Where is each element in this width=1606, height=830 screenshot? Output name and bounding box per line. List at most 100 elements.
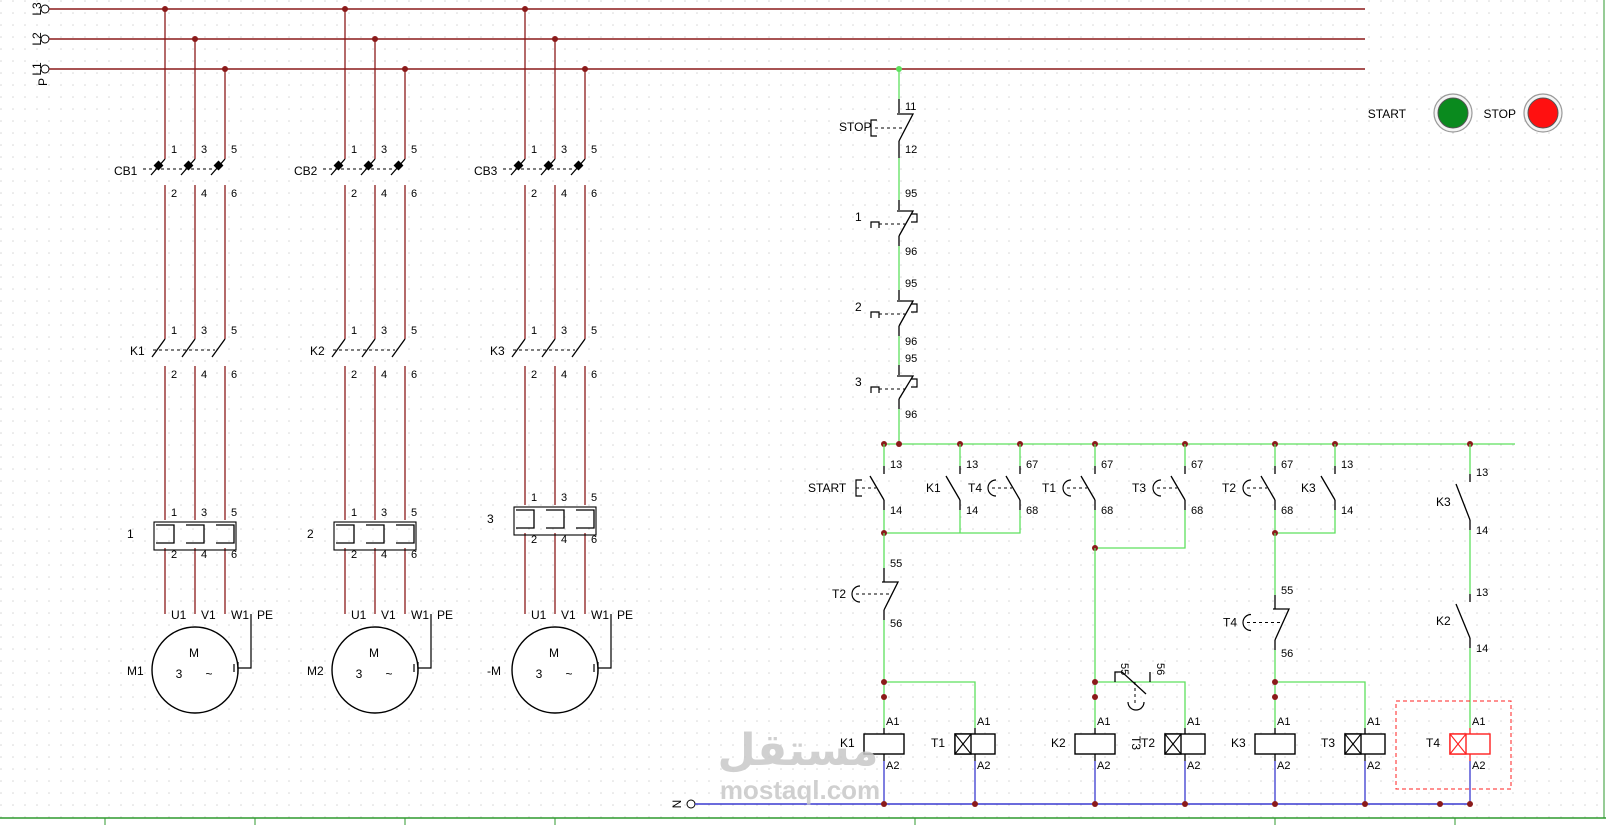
motor-winding-label: V1 <box>381 608 396 622</box>
contactor-label: K2 <box>310 344 325 358</box>
watermark: مستقل mostaql.com <box>718 725 881 805</box>
overload-terminal-top: 3 <box>561 492 567 504</box>
watermark-arabic: مستقل <box>718 725 879 776</box>
junction-dot <box>1272 694 1278 700</box>
control-wire <box>884 681 976 728</box>
contact-terminal-bottom: 56 <box>890 618 902 630</box>
overload-label: 2 <box>307 527 314 541</box>
breaker-terminal-bottom: 2 <box>171 188 177 200</box>
motor-ac-symbol: ~ <box>205 667 212 681</box>
contact-terminal-bottom: 68 <box>1281 505 1293 517</box>
contact-label: T3 <box>1132 481 1146 495</box>
contact-blade <box>1114 671 1147 695</box>
contact-terminal-bottom: 14 <box>1476 525 1488 537</box>
overload-terminal-top: 5 <box>231 507 237 519</box>
coil-terminal-a1: A1 <box>1277 716 1290 728</box>
contact-terminal-bottom: 68 <box>1191 505 1203 517</box>
rail-p-label: P <box>36 78 50 86</box>
contactor-terminal-bottom: 6 <box>411 369 417 381</box>
contact-label: T4 <box>1223 616 1237 630</box>
stop-blade <box>897 113 915 142</box>
contactor-label: K3 <box>490 344 505 358</box>
rail-l3-label: L3 <box>30 2 44 16</box>
contact-terminal-top: 67 <box>1281 459 1293 471</box>
contact-blade <box>882 581 900 611</box>
contact-label: K3 <box>1301 481 1316 495</box>
breaker-terminal-top: 3 <box>381 144 387 156</box>
contact-label: T1 <box>1042 481 1056 495</box>
contactor-terminal-bottom: 4 <box>561 369 567 381</box>
motor-pe-label: PE <box>437 608 453 622</box>
coil-label: T1 <box>931 736 945 750</box>
breaker-terminal-bottom: 2 <box>531 188 537 200</box>
coil-terminal-a2: A2 <box>977 760 990 772</box>
stop-lamp-face[interactable] <box>1527 97 1559 129</box>
timer-coil-icon <box>1344 733 1362 755</box>
stop-terminal-bottom: 12 <box>905 144 917 156</box>
rail-l1-label: L1 <box>30 62 44 76</box>
breaker-label: CB3 <box>474 164 498 178</box>
motor-pe-label: PE <box>257 608 273 622</box>
motor-ac-symbol: ~ <box>385 667 392 681</box>
overload-label: 3 <box>487 512 494 526</box>
pushbutton-icon <box>855 479 862 497</box>
motor-winding-label: W1 <box>231 608 249 622</box>
contact-terminal-top: 13 <box>1476 467 1488 479</box>
contactor-terminal-top: 1 <box>531 325 537 337</box>
start-lamp-face[interactable] <box>1437 97 1469 129</box>
contactor-terminal-top: 3 <box>381 325 387 337</box>
timer-icon <box>851 585 861 603</box>
ol-thermal-icon <box>911 303 918 313</box>
contact-blade <box>1455 483 1471 521</box>
motor-label: -M <box>487 664 501 678</box>
coil-terminal-a2: A2 <box>1187 760 1200 772</box>
overload-terminal-top: 1 <box>351 507 357 519</box>
contactor-blade <box>571 338 586 358</box>
contact-terminal-bottom: 14 <box>1476 643 1488 655</box>
breaker-trip-mark <box>213 160 224 171</box>
motor-phases: 3 <box>536 667 543 681</box>
contactor-terminal-top: 3 <box>561 325 567 337</box>
motor-winding-label: W1 <box>411 608 429 622</box>
contactor-terminal-top: 1 <box>351 325 357 337</box>
neutral-junction-dot <box>1272 801 1278 807</box>
breaker-terminal-top: 5 <box>231 144 237 156</box>
contact-blade <box>1320 475 1336 501</box>
contact-terminal-top: 55 <box>1118 663 1130 675</box>
selection-box[interactable] <box>1395 700 1512 790</box>
contact-terminal-bottom: 14 <box>890 505 902 517</box>
contactor-terminal-top: 1 <box>171 325 177 337</box>
motor-letter: M <box>369 646 379 660</box>
overload-heater <box>156 524 175 544</box>
overload-terminal-bottom: 4 <box>381 549 387 561</box>
contact-label: K1 <box>926 481 941 495</box>
motor-phases: 3 <box>176 667 183 681</box>
breaker-terminal-bottom: 4 <box>561 188 567 200</box>
ol-terminal-top: 95 <box>905 353 917 365</box>
ol-contact-label: 1 <box>855 210 862 224</box>
overload-terminal-top: 1 <box>171 507 177 519</box>
contact-label: START <box>808 481 847 495</box>
timer-icon <box>987 479 997 497</box>
contact-label: T3 <box>1129 736 1143 750</box>
overload-heater <box>576 509 595 529</box>
breaker-trip-mark <box>153 160 164 171</box>
timer-icon <box>1242 613 1252 632</box>
ol-thermal-icon <box>870 221 880 228</box>
breaker-trip-mark <box>393 160 404 171</box>
ol-thermal-icon <box>870 386 880 393</box>
ol-blade <box>897 210 915 237</box>
contact-blade <box>1455 603 1471 639</box>
overload-label: 1 <box>127 527 134 541</box>
timer-coil-icon <box>1449 733 1467 755</box>
rung-join <box>883 510 1021 534</box>
contactor-terminal-top: 5 <box>591 325 597 337</box>
